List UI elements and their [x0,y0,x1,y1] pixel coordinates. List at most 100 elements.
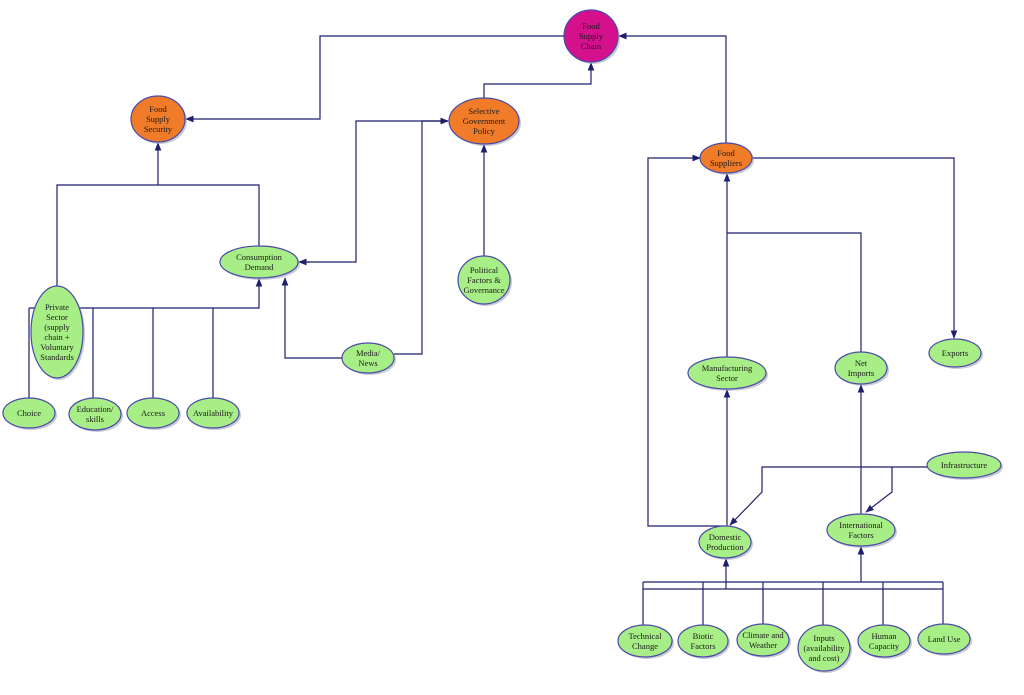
node-label-line: Weather [749,640,777,650]
edge-suppliers-to-chain [618,32,727,143]
node-label-line: Production [706,542,744,552]
node-label-line: (availability [803,643,845,653]
node-label-line: Education/ [77,404,114,414]
node-label-line: Human [871,631,897,641]
node-label-line: Imports [848,368,874,378]
node-shape [563,9,619,63]
node-label-line: Sector [46,312,68,322]
edge-leaves-bar [29,278,263,309]
node-shape [928,338,982,368]
node-land-use[interactable]: Land Use [917,623,972,656]
node-label-line: Consumption [236,252,283,262]
node-label-line: Government [463,116,506,126]
node-exports[interactable]: Exports [928,338,983,369]
edge-media-to-policy [394,117,449,355]
node-label-line: skills [86,414,104,424]
node-shape [617,624,673,658]
node-label-line: News [358,358,377,368]
node-choice[interactable]: Choice [2,397,57,430]
node-shape [797,624,851,672]
node-label-line: Supply [579,31,604,41]
node-label-line: Factors & [467,275,501,285]
node-label-line: and cost) [809,653,840,663]
node-label-line: Choice [17,408,41,418]
connectors [28,32,958,625]
node-label-line: Factors [690,641,715,651]
node-label-line: Domestic [709,532,742,542]
node-shape [341,342,395,374]
node-label-line: Availability [193,408,234,418]
edge-infra-line [729,466,927,526]
node-shape [736,623,790,657]
node-shape [448,97,520,145]
node-label-line: (supply [44,322,70,332]
node-shape [126,397,180,429]
node-label-line: Climate and [742,630,784,640]
node-shape [687,356,767,390]
node-label-line: Change [632,641,658,651]
node-shape [698,525,752,559]
node-shape [677,624,729,658]
node-education-skills[interactable]: Education/skills [68,397,123,432]
edge-suppliers-to-exports [752,157,958,339]
node-shape [926,451,1002,479]
node-shape [826,513,896,547]
node-label-line: Demand [245,262,275,272]
node-shape [68,397,122,431]
node-media-news[interactable]: Media/News [341,342,396,375]
edge-infra-to-international [865,467,893,513]
node-label-line: Policy [473,126,495,136]
node-label-line: Media/ [356,348,381,358]
node-shape [699,142,753,174]
node-label-line: Supply [146,114,171,124]
node-label-line: Access [141,408,165,418]
node-label-line: Security [144,124,173,134]
node-shape [457,255,511,305]
node-label-line: Food [717,148,735,158]
node-label-line: Food [582,21,600,31]
node-availability[interactable]: Availability [186,397,241,430]
node-label-line: Governance [463,285,504,295]
edge-policy-to-chain [483,62,595,98]
node-label-line: Land Use [928,634,961,644]
node-label-line: Chain [581,41,602,51]
edge-netimports-to-suppliers [727,232,862,352]
node-label-line: Infrastructure [941,460,987,470]
node-label-line: Selective [468,106,499,116]
node-label-line: Technical [629,631,663,641]
node-access[interactable]: Access [126,397,181,430]
node-label-line: Political [470,265,499,275]
node-label-line: Capacity [869,641,900,651]
nodes: FoodSupplyChainFoodSupplySecuritySelecti… [2,9,1003,673]
edge-policy-to-demand [299,120,448,263]
node-label-line: Standards [40,352,74,362]
edge-media-to-demand [281,277,342,359]
node-label-line: Sector [716,373,738,383]
node-shape [130,95,186,143]
node-shape [30,285,84,379]
node-label-line: chain + [44,332,70,342]
node-label-line: Net [855,358,868,368]
node-shape [857,624,911,658]
node-infrastructure[interactable]: Infrastructure [926,451,1003,480]
node-label-line: International [839,520,883,530]
node-label-line: Voluntary [40,342,74,352]
node-label-line: Suppliers [710,158,742,168]
